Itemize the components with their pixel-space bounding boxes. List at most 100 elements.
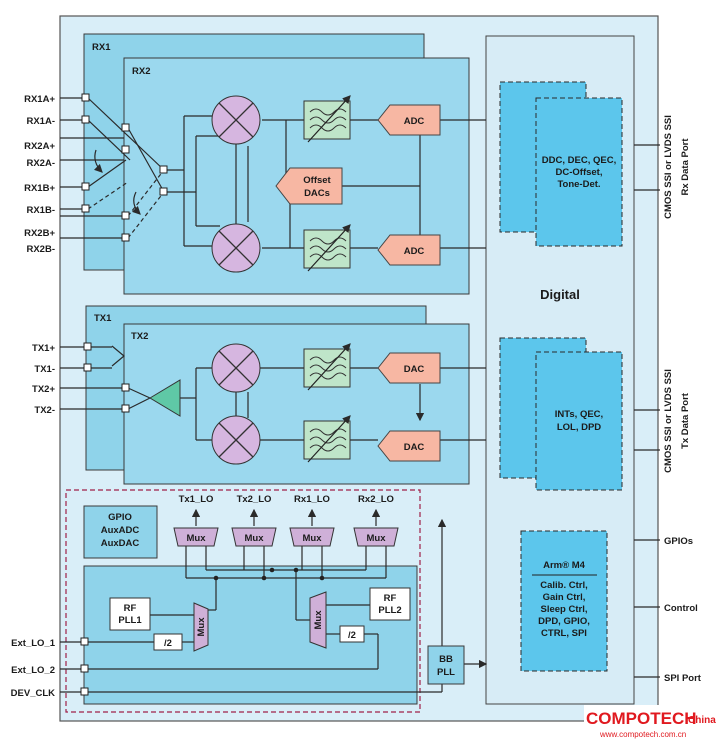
lo-label-rx1: Rx1_LO (294, 494, 330, 505)
tx-mixer-i (211, 343, 261, 393)
lo-label-tx2: Tx2_LO (237, 494, 272, 505)
pin-ext-lo-1: Ext_LO_1 (11, 638, 56, 649)
pin-ext-lo-2: Ext_LO_2 (11, 665, 55, 676)
pin-rx2a-plus: RX2A+ (24, 141, 55, 152)
div2-left-label: /2 (164, 638, 172, 649)
clk-pin-squares (80, 637, 89, 696)
watermark-bg (584, 705, 724, 742)
tx-data-port-label-2: Tx Data Port (680, 392, 691, 449)
offset-dacs-line-1: Offset (303, 175, 331, 186)
lo-mux-rx1: Mux (289, 527, 335, 547)
watermark-brand: COMPOTECH (586, 709, 697, 728)
digital-label: Digital (540, 287, 580, 302)
pll-block (83, 565, 418, 705)
tx1-label: TX1 (94, 313, 112, 324)
rx-filter-i (303, 95, 351, 143)
dac-i-label: DAC (404, 364, 425, 375)
watermark-url: www.compotech.com.cn (599, 730, 686, 739)
lo-mux-rx2-label: Mux (367, 533, 387, 544)
rx-filter-q (303, 224, 351, 272)
auxadc-label: AuxADC (101, 525, 140, 536)
lo-mux-tx2: Mux (231, 527, 277, 547)
gpios-label: GPIOs (664, 536, 693, 547)
spi-port-label: SPI Port (664, 673, 702, 684)
arm-m4-title: Arm® M4 (543, 560, 586, 571)
offset-dacs-block (275, 167, 343, 205)
gpio-aux-block (83, 505, 158, 559)
lo-mux-rx1-label: Mux (303, 533, 323, 544)
tx-filter-q (303, 415, 351, 463)
rf-pll2-line-2: PLL2 (378, 605, 401, 616)
rx-dsp-line-2: DC-Offset, (556, 167, 603, 178)
pll-mux-right-label: Mux (313, 610, 324, 630)
bb-pll-line-2: PLL (437, 667, 455, 678)
rf-pll1-block (109, 597, 151, 631)
adc-q (377, 234, 441, 266)
watermark-region: China (688, 715, 716, 726)
lo-label-tx1: Tx1_LO (179, 494, 214, 505)
adc-i (377, 104, 441, 136)
lo-mux-tx1: Mux (173, 527, 219, 547)
rx-dsp-line-3: Tone-Det. (557, 179, 600, 190)
div2-right (339, 625, 365, 643)
pin-tx1-plus: TX1+ (32, 343, 55, 354)
pin-rx2b-minus: RX2B- (26, 244, 55, 255)
pin-rx1b-minus: RX1B- (26, 205, 55, 216)
rf-pll1-line-2: PLL1 (118, 615, 142, 626)
arm-item-3: Sleep Ctrl, (541, 604, 588, 615)
arm-m4-block (520, 530, 608, 672)
control-label: Control (664, 603, 698, 614)
pll-mux-right (309, 591, 327, 649)
div2-left (153, 633, 183, 651)
pin-rx2b-plus: RX2B+ (24, 228, 55, 239)
dac-q-label: DAC (404, 442, 425, 453)
tx-dsp-line-2: LOL, DPD (557, 422, 601, 433)
arm-item-4: DPD, GPIO, (538, 616, 590, 627)
rx-data-port-label-2: Rx Data Port (680, 138, 691, 196)
tx-filter-i (303, 343, 351, 391)
lo-mux-tx1-label: Mux (187, 533, 207, 544)
rf-pll1-line-1: RF (124, 603, 137, 614)
pin-rx2a-minus: RX2A- (26, 158, 55, 169)
pin-dev-clk: DEV_CLK (11, 688, 55, 699)
arm-item-2: Gain Ctrl, (543, 592, 586, 603)
adc-i-label: ADC (404, 116, 425, 127)
rx-mixer-q (211, 223, 261, 273)
lo-label-rx2: Rx2_LO (358, 494, 394, 505)
pin-rx1b-plus: RX1B+ (24, 183, 55, 194)
bb-pll-line-1: BB (439, 654, 453, 665)
lo-wiring (60, 508, 488, 693)
offset-dacs-line-2: DACs (304, 188, 330, 199)
rx-dsp-line-1: DDC, DEC, QEC, (542, 155, 616, 166)
pll-mux-left (193, 602, 209, 652)
tx-amplifier (149, 379, 181, 417)
tx-mixer-q (211, 415, 261, 465)
arm-item-1: Calib. Ctrl, (540, 580, 588, 591)
pin-rx1a-minus: RX1A- (26, 116, 55, 127)
pin-tx2-minus: TX2- (34, 405, 55, 416)
rx-data-port-label-1: CMOS SSI or LVDS SSI (663, 115, 674, 219)
tx-wiring (60, 345, 486, 441)
pin-tx2-plus: TX2+ (32, 384, 55, 395)
lo-mux-tx2-label: Mux (245, 533, 265, 544)
auxdac-label: AuxDAC (101, 538, 140, 549)
gpio-label: GPIO (108, 512, 132, 523)
rx-dsp-block (535, 97, 623, 247)
rx1-label: RX1 (92, 42, 111, 53)
tx-data-port-label-1: CMOS SSI or LVDS SSI (663, 369, 674, 473)
rf-pll2-block (369, 587, 411, 621)
lo-junctions (213, 567, 325, 581)
rx-wiring (60, 97, 486, 249)
rx-pin-squares (81, 93, 168, 242)
bb-pll-block (427, 645, 465, 685)
rx-mixer-i (211, 95, 261, 145)
dac-i (377, 352, 441, 384)
dac-q (377, 430, 441, 462)
rf-pll2-line-1: RF (384, 593, 397, 604)
tx-dsp-line-1: INTs, QEC, (555, 409, 603, 420)
tx-pin-squares (83, 342, 130, 413)
tx-dsp-block (535, 351, 623, 491)
lo-mux-rx2: Mux (353, 527, 399, 547)
lo-section (65, 489, 421, 713)
tx2-label: TX2 (131, 331, 148, 342)
